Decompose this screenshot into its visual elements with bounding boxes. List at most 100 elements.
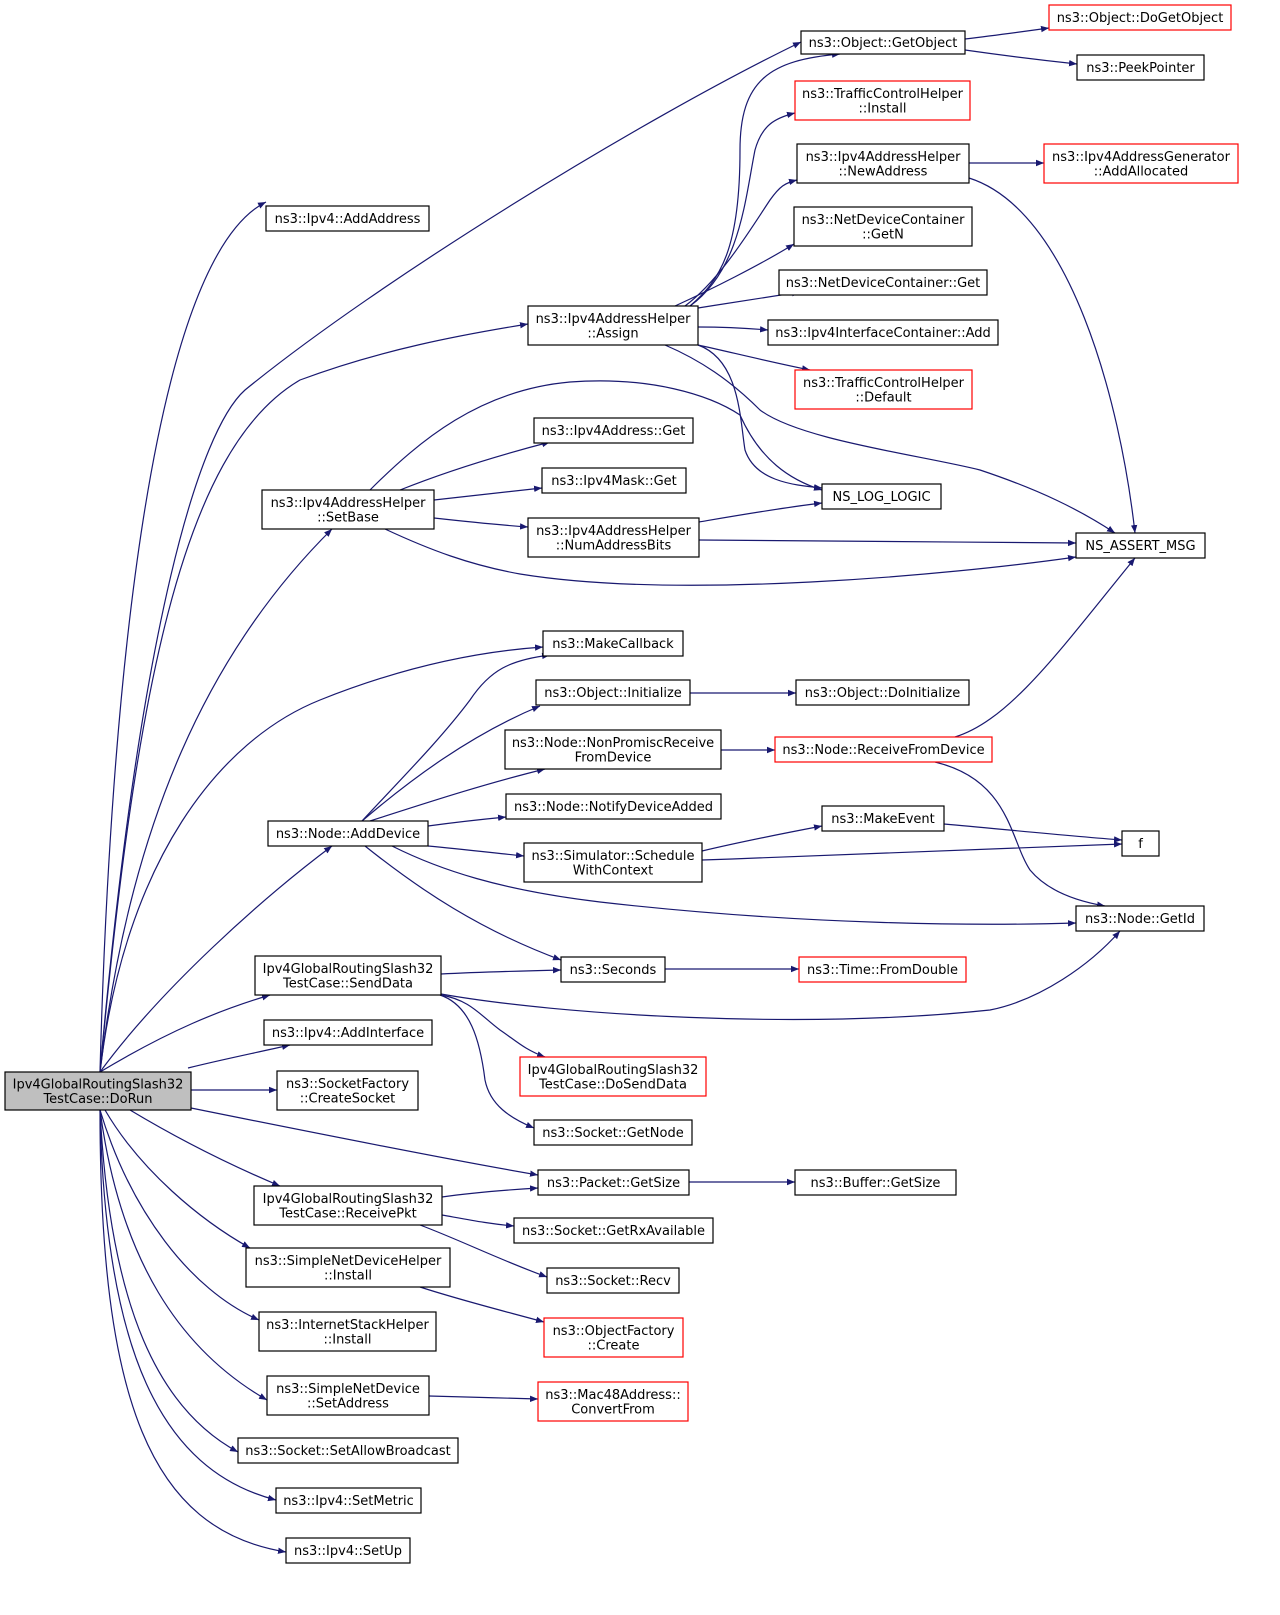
node-bufgetsize[interactable]: ns3::Buffer::GetSize bbox=[794, 1169, 957, 1196]
node-newaddress[interactable]: ns3::Ipv4AddressHelper::NewAddress bbox=[796, 143, 970, 184]
node-label-line: ns3::MakeEvent bbox=[831, 812, 935, 827]
node-ishinstall[interactable]: ns3::InternetStackHelper::Install bbox=[258, 1311, 437, 1352]
edge-setbase-to-ipv4addrget bbox=[399, 440, 551, 491]
node-fromdouble[interactable]: ns3::Time::FromDouble bbox=[798, 956, 967, 983]
node-label-line: ::Create bbox=[588, 1338, 640, 1353]
node-box bbox=[1048, 4, 1232, 31]
node-sockgetnode[interactable]: ns3::Socket::GetNode bbox=[533, 1119, 693, 1146]
node-receivepkt[interactable]: Ipv4GlobalRoutingSlash32TestCase::Receiv… bbox=[253, 1185, 443, 1226]
node-box bbox=[245, 1247, 451, 1288]
node-nslog[interactable]: NS_LOG_LOGIC bbox=[821, 483, 942, 510]
node-label-line: ConvertFrom bbox=[571, 1402, 655, 1417]
node-label-line: ::Default bbox=[855, 390, 911, 405]
edge-adddevice-to-seconds bbox=[364, 845, 562, 961]
node-setallowbc[interactable]: ns3::Socket::SetAllowBroadcast bbox=[237, 1437, 459, 1464]
node-label-line: ns3::TrafficControlHelper bbox=[803, 376, 965, 391]
edge-schedctx-to-f bbox=[701, 841, 1123, 861]
node-convertfrom[interactable]: ns3::Mac48Address::ConvertFrom bbox=[537, 1381, 689, 1422]
node-box bbox=[793, 206, 973, 247]
node-createsocket[interactable]: ns3::SocketFactory::CreateSocket bbox=[276, 1070, 419, 1111]
node-label-line: TestCase::DoRun bbox=[42, 1092, 152, 1107]
node-label-line: ::AddAllocated bbox=[1094, 164, 1188, 179]
node-sndsetaddr[interactable]: ns3::SimpleNetDevice::SetAddress bbox=[266, 1375, 430, 1416]
node-pktgetsize[interactable]: ns3::Packet::GetSize bbox=[537, 1169, 690, 1196]
edge-assign-to-tchdefault bbox=[697, 344, 811, 372]
node-tchdefault[interactable]: ns3::TrafficControlHelper::Default bbox=[794, 369, 973, 410]
edge-root-to-ipv4addaddress bbox=[99, 201, 267, 1073]
node-label-line: ns3::Object::DoInitialize bbox=[805, 686, 961, 701]
edge-setbase-to-nsassert bbox=[384, 528, 1077, 586]
node-senddata[interactable]: Ipv4GlobalRoutingSlash32TestCase::SendDa… bbox=[254, 955, 442, 996]
edge-receivepkt-to-sockrecv bbox=[419, 1224, 548, 1278]
edge-senddata-to-dosenddata bbox=[440, 994, 546, 1058]
node-setmetric[interactable]: ns3::Ipv4::SetMetric bbox=[275, 1487, 422, 1514]
node-getrxavail[interactable]: ns3::Socket::GetRxAvailable bbox=[513, 1217, 714, 1244]
node-label-line: ns3::Node::NotifyDeviceAdded bbox=[514, 800, 713, 815]
node-peekpointer[interactable]: ns3::PeekPointer bbox=[1076, 54, 1205, 81]
node-getobject[interactable]: ns3::Object::GetObject bbox=[800, 30, 966, 55]
edge-root-to-receivepkt bbox=[129, 1109, 281, 1187]
node-label-line: ns3::SocketFactory bbox=[286, 1077, 409, 1092]
node-label-line: ns3::Node::NonPromiscReceive bbox=[512, 736, 714, 751]
node-addinterface[interactable]: ns3::Ipv4::AddInterface bbox=[263, 1019, 433, 1046]
node-ndcget[interactable]: ns3::NetDeviceContainer::Get bbox=[778, 269, 988, 296]
node-sockrecv[interactable]: ns3::Socket::Recv bbox=[546, 1267, 680, 1294]
node-label-line: ns3::Socket::Recv bbox=[555, 1274, 671, 1289]
node-box bbox=[254, 955, 442, 996]
node-label-line: ns3::Socket::GetNode bbox=[542, 1126, 683, 1141]
node-sndhinstall[interactable]: ns3::SimpleNetDeviceHelper::Install bbox=[245, 1247, 451, 1288]
node-assign[interactable]: ns3::Ipv4AddressHelper::Assign bbox=[527, 305, 699, 346]
node-nsassert[interactable]: NS_ASSERT_MSG bbox=[1075, 532, 1206, 559]
edge-senddata-to-sockgetnode bbox=[439, 994, 535, 1129]
node-box bbox=[800, 30, 966, 55]
node-label-line: ns3::Time::FromDouble bbox=[807, 963, 958, 978]
node-label-line: ns3::Socket::GetRxAvailable bbox=[522, 1224, 705, 1239]
node-makeevent[interactable]: ns3::MakeEvent bbox=[821, 805, 945, 832]
node-label-line: ns3::Socket::SetAllowBroadcast bbox=[245, 1444, 451, 1459]
node-tchinstall[interactable]: ns3::TrafficControlHelper::Install bbox=[794, 80, 971, 121]
edge-recvfromdev-to-nsassert bbox=[954, 557, 1136, 738]
node-label-line: ns3::Ipv4::AddInterface bbox=[272, 1026, 424, 1041]
node-iicadd[interactable]: ns3::Ipv4InterfaceContainer::Add bbox=[767, 319, 999, 346]
node-ipv4addrget[interactable]: ns3::Ipv4Address::Get bbox=[533, 417, 694, 444]
node-box bbox=[821, 805, 945, 832]
node-objinit[interactable]: ns3::Object::Initialize bbox=[535, 679, 691, 706]
node-dogetobject[interactable]: ns3::Object::DoGetObject bbox=[1048, 4, 1232, 31]
node-label-line: ns3::Mac48Address:: bbox=[545, 1388, 680, 1403]
edge-assign-to-iicadd bbox=[697, 326, 769, 333]
node-label-line: TestCase::SendData bbox=[282, 976, 413, 991]
node-box bbox=[537, 1381, 689, 1422]
node-label-line: ns3::Node::GetId bbox=[1085, 912, 1195, 927]
node-box bbox=[523, 842, 703, 883]
node-seconds[interactable]: ns3::Seconds bbox=[560, 956, 666, 983]
node-box bbox=[519, 1056, 707, 1097]
node-box bbox=[267, 820, 429, 847]
node-ofcreate[interactable]: ns3::ObjectFactory::Create bbox=[543, 1317, 684, 1358]
node-adddevice[interactable]: ns3::Node::AddDevice bbox=[267, 820, 429, 847]
node-numaddrbits[interactable]: ns3::Ipv4AddressHelper::NumAddressBits bbox=[527, 517, 700, 558]
edge-adddevice-to-nodegetid bbox=[391, 845, 1077, 927]
node-addallocated[interactable]: ns3::Ipv4AddressGenerator::AddAllocated bbox=[1043, 143, 1239, 184]
node-label-line: ns3::Object::Initialize bbox=[544, 686, 682, 701]
node-label-line: ::SetAddress bbox=[307, 1396, 389, 1411]
node-recvfromdev[interactable]: ns3::Node::ReceiveFromDevice bbox=[774, 736, 993, 763]
node-box bbox=[253, 1185, 443, 1226]
node-ipv4maskget[interactable]: ns3::Ipv4Mask::Get bbox=[541, 467, 687, 494]
node-doinit[interactable]: ns3::Object::DoInitialize bbox=[795, 679, 970, 706]
node-dosenddata[interactable]: Ipv4GlobalRoutingSlash32TestCase::DoSend… bbox=[519, 1056, 707, 1097]
edge-root-to-assign bbox=[99, 322, 529, 1073]
node-label-line: ns3::Node::ReceiveFromDevice bbox=[782, 743, 984, 758]
node-setup[interactable]: ns3::Ipv4::SetUp bbox=[285, 1537, 411, 1564]
node-nodegetid[interactable]: ns3::Node::GetId bbox=[1075, 905, 1205, 932]
node-f[interactable]: f bbox=[1121, 830, 1160, 857]
node-setbase[interactable]: ns3::Ipv4AddressHelper::SetBase bbox=[261, 489, 435, 530]
node-ndcgetn[interactable]: ns3::NetDeviceContainer::GetN bbox=[793, 206, 973, 247]
edge-getobject-to-dogetobject bbox=[964, 25, 1050, 40]
node-notifydev[interactable]: ns3::Node::NotifyDeviceAdded bbox=[505, 793, 722, 820]
node-ipv4addaddress[interactable]: ns3::Ipv4::AddAddress bbox=[265, 205, 430, 232]
edge-assign-to-ndcgetn bbox=[674, 243, 795, 307]
node-makecallback[interactable]: ns3::MakeCallback bbox=[542, 630, 684, 657]
